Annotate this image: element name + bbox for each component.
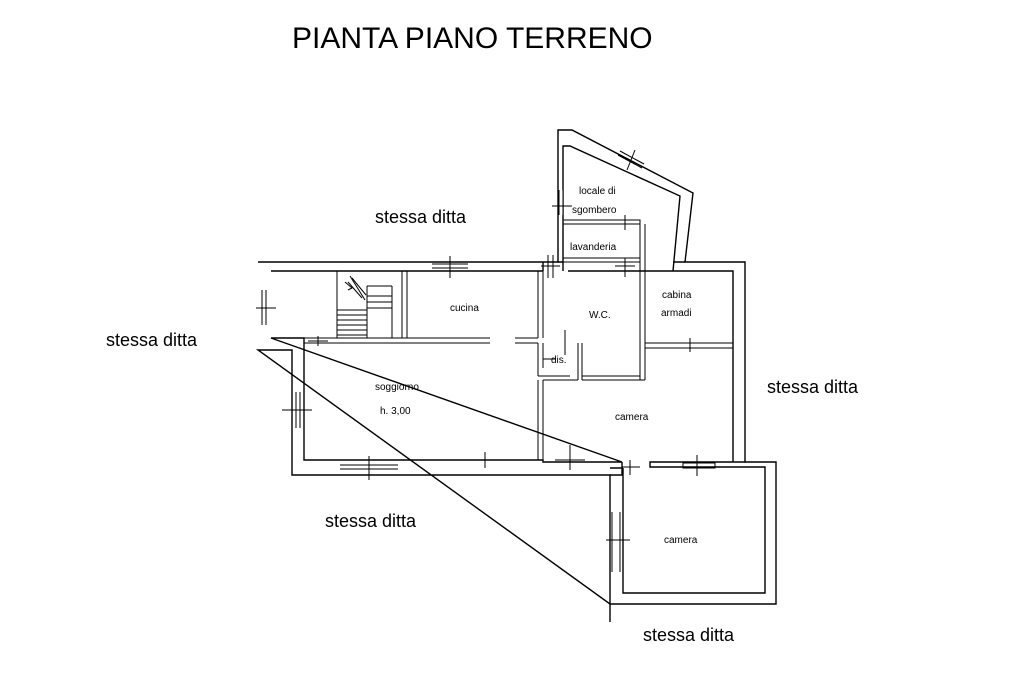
interior-walls [304,219,733,460]
room-label-camera-upper: camera [615,412,649,423]
room-label-cucina: cucina [450,303,479,314]
room-label-height: h. 3,00 [380,406,411,417]
page-title: PIANTA PIANO TERRENO [292,22,653,55]
label-neighbour-right: stessa ditta [767,377,859,397]
room-label-cabina: cabina [662,290,692,301]
room-label-sgombero: sgombero [572,205,617,216]
windows [256,149,716,572]
doors [308,215,691,475]
room-label-soggiorno: soggiorno [375,382,419,393]
label-neighbour-bottom-left: stessa ditta [325,511,417,531]
label-neighbour-bottom-right: stessa ditta [643,625,735,645]
exterior-walls [255,129,777,622]
label-neighbour-top: stessa ditta [375,207,467,227]
room-label-camera-lower: camera [664,535,698,546]
room-label-wc: W.C. [589,310,611,321]
staircase [336,271,393,338]
label-neighbour-left: stessa ditta [106,330,198,350]
room-label-locale: locale di [579,186,616,197]
room-label-dis: dis. [551,355,567,366]
room-label-armadi: armadi [661,308,692,319]
room-label-lavanderia: lavanderia [570,242,617,253]
